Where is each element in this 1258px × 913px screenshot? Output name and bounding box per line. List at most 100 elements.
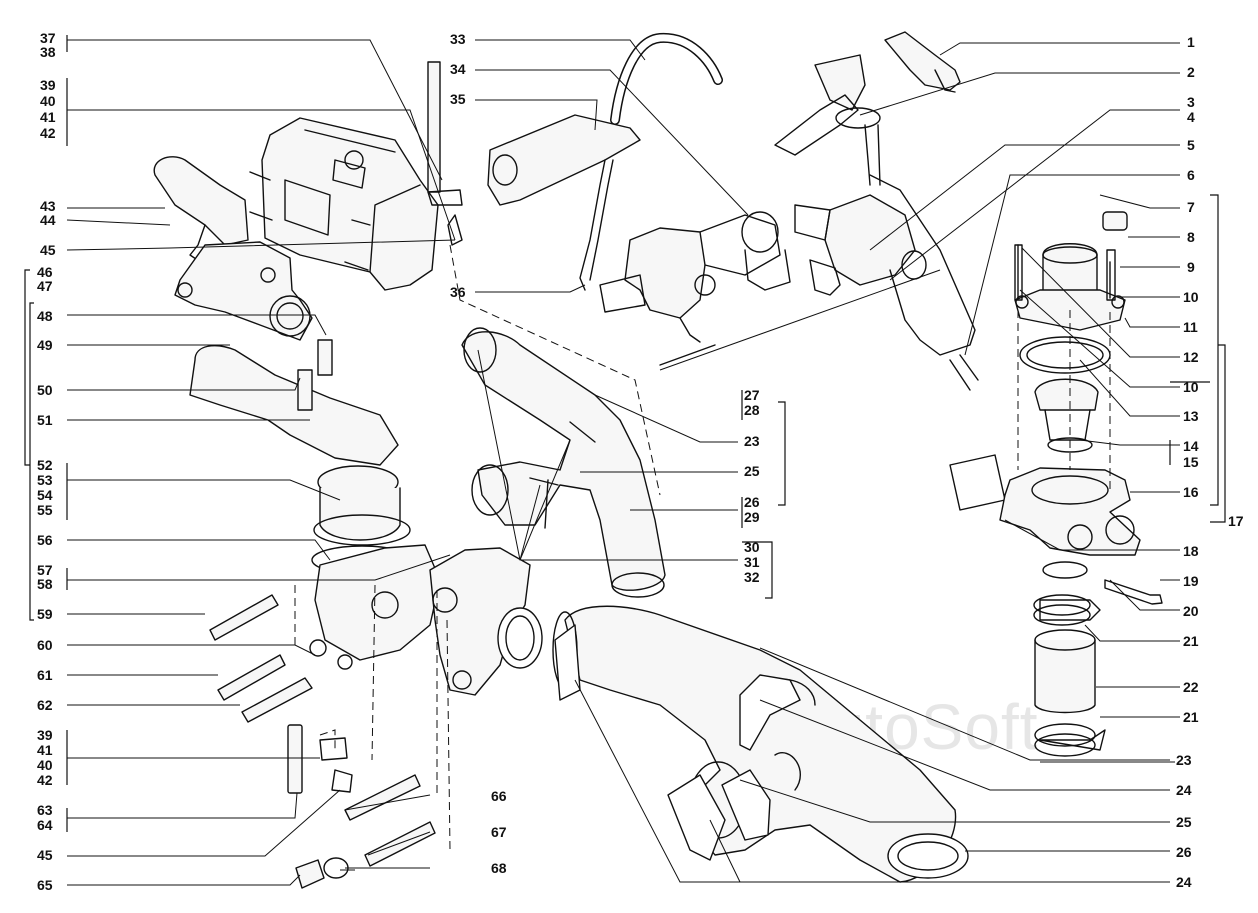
water-outlet-housing-part bbox=[174, 241, 313, 341]
hose-2-part bbox=[774, 54, 881, 156]
callout-40: 40 bbox=[40, 93, 56, 109]
callout-39: 39 bbox=[40, 77, 56, 93]
callout-50: 50 bbox=[37, 382, 53, 398]
callout-34: 34 bbox=[450, 61, 466, 77]
callout-14: 14 bbox=[1183, 438, 1199, 454]
pump-housing-part bbox=[429, 547, 543, 696]
bracket-35-part bbox=[487, 114, 641, 291]
sensor-1-part bbox=[884, 31, 961, 93]
callout-24a: 24 bbox=[1176, 782, 1192, 798]
callout-67: 67 bbox=[491, 824, 507, 840]
callout-42: 42 bbox=[40, 125, 56, 141]
callout-41: 41 bbox=[40, 109, 56, 125]
callout-45b: 45 bbox=[37, 847, 53, 863]
callout-30: 30 bbox=[744, 539, 760, 555]
callout-65: 65 bbox=[37, 877, 53, 893]
callout-3: 3 bbox=[1187, 94, 1195, 110]
callout-40b: 40 bbox=[37, 757, 53, 773]
callout-16: 16 bbox=[1183, 484, 1199, 500]
callout-13: 13 bbox=[1183, 408, 1199, 424]
thermostat-housing-left-part bbox=[309, 465, 441, 670]
callout-60: 60 bbox=[37, 637, 53, 653]
callout-44: 44 bbox=[40, 212, 56, 228]
tee-3-4-part bbox=[794, 124, 927, 296]
callout-26b: 26 bbox=[1176, 844, 1192, 860]
callout-32: 32 bbox=[744, 569, 760, 585]
callout-4: 4 bbox=[1187, 109, 1195, 125]
callout-39b: 39 bbox=[37, 727, 53, 743]
callout-56: 56 bbox=[37, 532, 53, 548]
callout-53: 53 bbox=[37, 472, 53, 488]
small-hose-33-part bbox=[610, 32, 723, 125]
callout-33: 33 bbox=[450, 31, 466, 47]
hose-clamps bbox=[554, 599, 1106, 861]
callout-46: 46 bbox=[37, 264, 53, 280]
callout-35: 35 bbox=[450, 91, 466, 107]
callout-23b: 23 bbox=[1176, 752, 1192, 768]
callout-64: 64 bbox=[37, 817, 53, 833]
callout-27: 27 bbox=[744, 387, 760, 403]
tee-valve-34-part bbox=[599, 211, 791, 343]
callout-12: 12 bbox=[1183, 349, 1199, 365]
dashed-alignment-lines bbox=[294, 244, 1111, 851]
callout-8: 8 bbox=[1187, 229, 1195, 245]
callout-10b: 10 bbox=[1183, 379, 1199, 395]
callout-36: 36 bbox=[450, 284, 466, 300]
callout-61: 61 bbox=[37, 667, 53, 683]
callout-29: 29 bbox=[744, 509, 760, 525]
callout-20: 20 bbox=[1183, 603, 1199, 619]
callout-55: 55 bbox=[37, 502, 53, 518]
hose-49-part bbox=[189, 344, 399, 466]
big-lower-hose-part bbox=[552, 605, 969, 883]
callout-51: 51 bbox=[37, 412, 53, 428]
callout-28: 28 bbox=[744, 402, 760, 418]
callout-41b: 41 bbox=[37, 742, 53, 758]
callout-18: 18 bbox=[1183, 543, 1199, 559]
callout-31: 31 bbox=[744, 554, 760, 570]
callout-21a: 21 bbox=[1183, 633, 1199, 649]
callout-63: 63 bbox=[37, 802, 53, 818]
thermostat-right-assembly bbox=[949, 211, 1163, 757]
callout-45: 45 bbox=[40, 242, 56, 258]
callout-9: 9 bbox=[1187, 259, 1195, 275]
callout-23a: 23 bbox=[744, 433, 760, 449]
callout-49: 49 bbox=[37, 337, 53, 353]
callout-66: 66 bbox=[491, 788, 507, 804]
callout-25b: 25 bbox=[1176, 814, 1192, 830]
callout-6: 6 bbox=[1187, 167, 1195, 183]
callout-10a: 10 bbox=[1183, 289, 1199, 305]
callout-58: 58 bbox=[37, 576, 53, 592]
leader-lines bbox=[66, 39, 1180, 886]
callout-15: 15 bbox=[1183, 454, 1199, 470]
callout-17: 17 bbox=[1228, 513, 1244, 529]
callout-62: 62 bbox=[37, 697, 53, 713]
cylinder-head-part bbox=[249, 117, 439, 291]
callout-25a: 25 bbox=[744, 463, 760, 479]
callout-52: 52 bbox=[37, 457, 53, 473]
studs-and-bolts bbox=[209, 61, 1116, 889]
callout-57: 57 bbox=[37, 562, 53, 578]
callout-5: 5 bbox=[1187, 137, 1195, 153]
callout-59: 59 bbox=[37, 606, 53, 622]
callout-2: 2 bbox=[1187, 64, 1195, 80]
callout-38: 38 bbox=[40, 44, 56, 60]
callout-7: 7 bbox=[1187, 199, 1195, 215]
callout-68: 68 bbox=[491, 860, 507, 876]
bracket-6-part bbox=[869, 174, 976, 356]
callout-54: 54 bbox=[37, 487, 53, 503]
y-hose-part bbox=[461, 327, 666, 598]
callout-26a: 26 bbox=[744, 494, 760, 510]
callout-19: 19 bbox=[1183, 573, 1199, 589]
callout-48: 48 bbox=[37, 308, 53, 324]
group-brackets bbox=[24, 35, 1226, 832]
callout-47: 47 bbox=[37, 278, 53, 294]
cotter-pins bbox=[949, 354, 979, 391]
callout-37: 37 bbox=[40, 30, 56, 46]
callout-1: 1 bbox=[1187, 34, 1195, 50]
callout-22: 22 bbox=[1183, 679, 1199, 695]
callout-24b: 24 bbox=[1176, 874, 1192, 890]
callout-42b: 42 bbox=[37, 772, 53, 788]
callout-21b: 21 bbox=[1183, 709, 1199, 725]
